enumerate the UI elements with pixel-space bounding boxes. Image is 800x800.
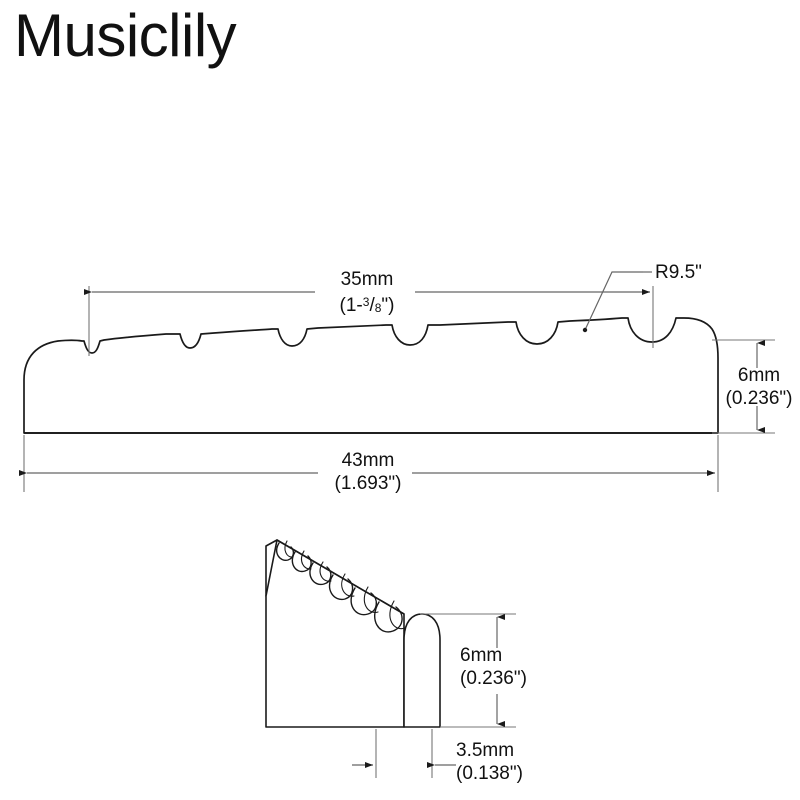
dimension-metric-6mm-persp: 6mm [460, 645, 503, 666]
nut-persp-slot-depth-lines [284, 540, 406, 630]
slot-depth-3 [319, 561, 332, 582]
dimension-label-width-top: 35mm (1-3/8") [322, 268, 412, 320]
dimension-metric-35mm-thickness: 3.5mm [456, 740, 515, 761]
dimension-label-height-persp: 6mm (0.236") [460, 644, 552, 690]
nut-side-profile-view [19, 271, 775, 492]
dimension-metric-35mm: 35mm [340, 269, 394, 290]
slot-arc-2 [291, 551, 312, 573]
dimension-imperial-35mm-thickness: (0.138") [456, 763, 523, 784]
leader-line-r95 [582, 271, 643, 333]
dimension-label-radius: R9.5" [655, 261, 702, 284]
dimension-label-height-side: 6mm (0.236") [718, 364, 800, 410]
nut-perspective-view [265, 539, 516, 778]
nut-persp-top-ridge [276, 539, 405, 615]
dimension-imperial-43mm: (1.693") [334, 473, 402, 494]
dimension-label-thickness: 3.5mm (0.138") [456, 739, 556, 785]
nut-profile-outline [23, 317, 719, 434]
dimension-imperial-6mm-side: (0.236") [725, 388, 793, 409]
slot-depth-1 [284, 540, 294, 558]
dimension-metric-6mm-side: 6mm [737, 365, 781, 386]
slot-arc-1 [276, 542, 295, 561]
dimension-label-width-base: 43mm (1.693") [322, 449, 414, 495]
nut-persp-body [265, 539, 405, 728]
slot-depth-5 [363, 586, 379, 613]
nut-persp-front-cap [403, 613, 441, 728]
slot-arc-6 [374, 601, 403, 633]
slot-depth-2 [301, 550, 312, 570]
dimension-imperial-6mm-persp: (0.236") [460, 668, 527, 689]
nut-persp-string-slots [276, 542, 403, 633]
slot-arc-3 [309, 562, 332, 586]
dimension-metric-43mm: 43mm [341, 450, 395, 471]
brand-logo-text: Musiclily [14, 2, 237, 69]
dimension-radius-value: R9.5" [655, 262, 702, 283]
dimension-imperial-35mm: (1-3/8") [339, 295, 395, 316]
slot-depth-4 [341, 573, 355, 597]
slot-depth-6 [389, 600, 406, 630]
slot-arc-4 [328, 574, 354, 601]
slot-arc-5 [350, 587, 377, 616]
